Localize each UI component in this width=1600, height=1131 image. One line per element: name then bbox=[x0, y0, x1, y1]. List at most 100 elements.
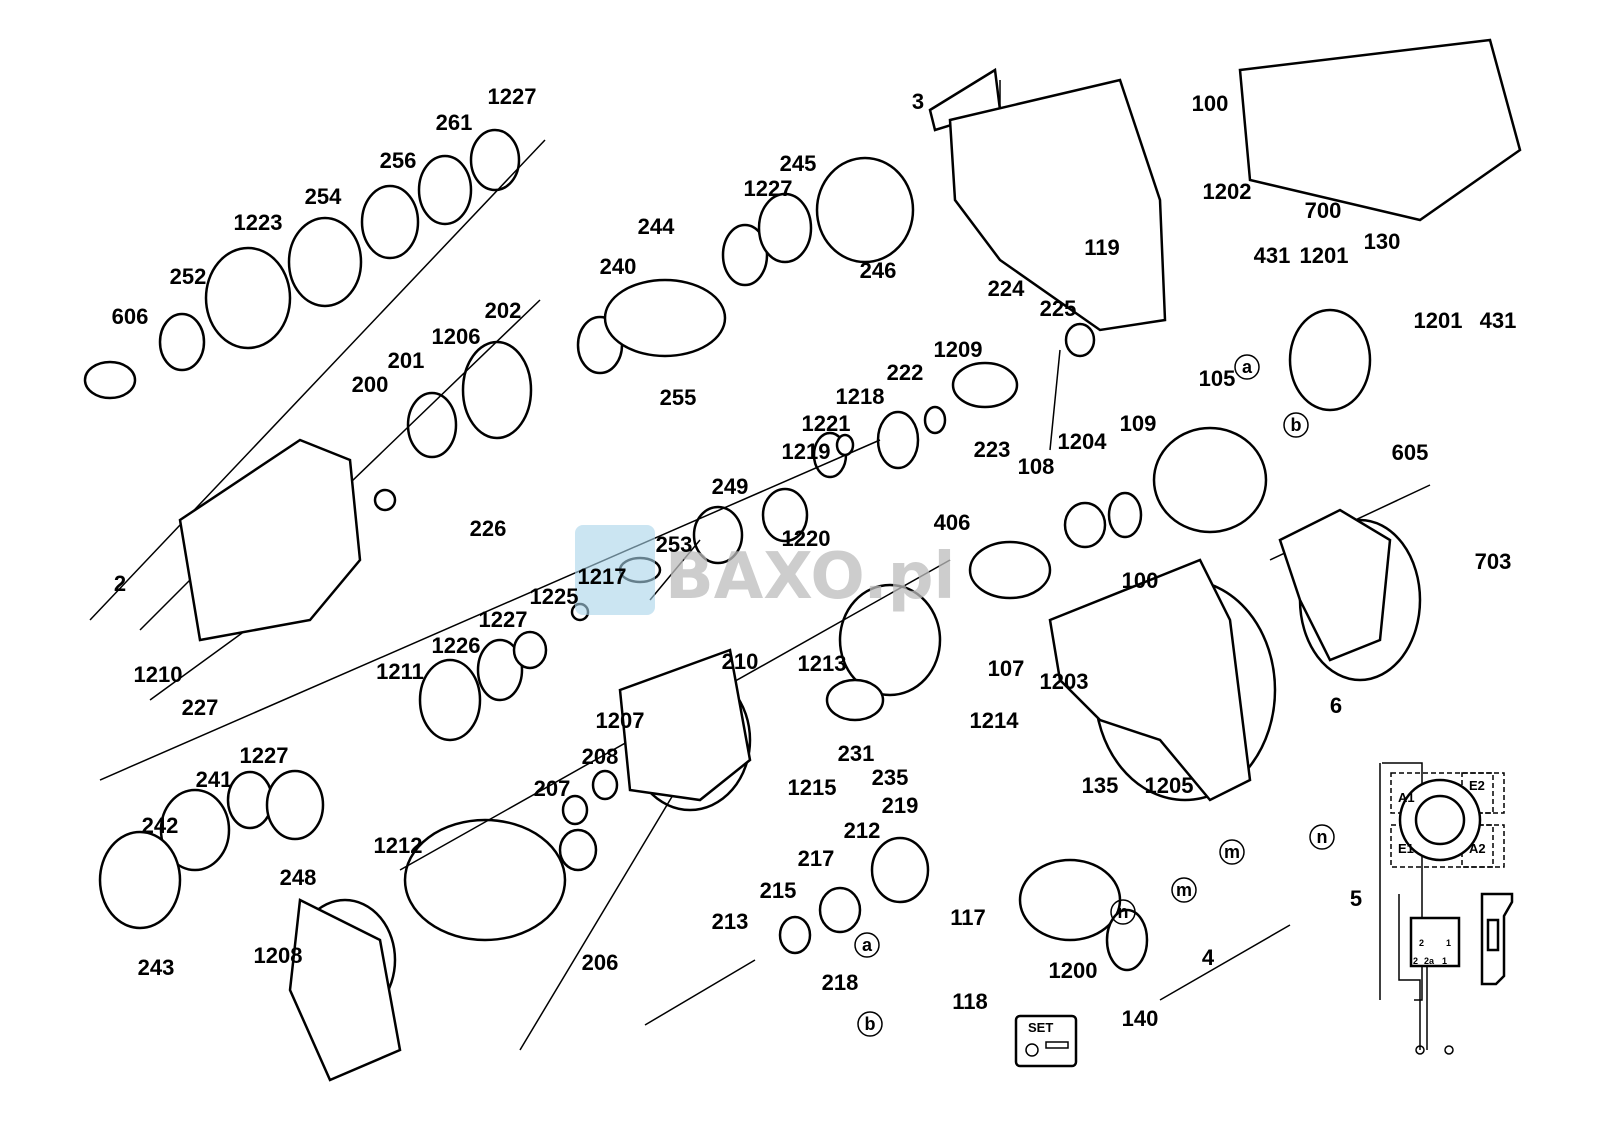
connector-marker-m: m bbox=[1176, 880, 1192, 900]
callout-431: 431 bbox=[1480, 308, 1517, 333]
callout-207: 207 bbox=[534, 776, 571, 801]
part-outline bbox=[287, 216, 363, 308]
callout-1205: 1205 bbox=[1145, 773, 1194, 798]
callout-3: 3 bbox=[912, 89, 924, 114]
watermark-text: BAXO.pl bbox=[665, 540, 955, 614]
housing-outline bbox=[1048, 558, 1252, 802]
callout-227: 227 bbox=[182, 695, 219, 720]
callout-261: 261 bbox=[436, 110, 473, 135]
callout-212: 212 bbox=[844, 818, 881, 843]
part-outline bbox=[757, 192, 813, 264]
part-outline bbox=[98, 830, 182, 930]
assembly-line bbox=[1159, 924, 1291, 1001]
callout-1214: 1214 bbox=[970, 708, 1020, 733]
assembly-line bbox=[99, 439, 881, 781]
callout-246: 246 bbox=[860, 258, 897, 283]
set-label: SET bbox=[1028, 1020, 1053, 1035]
housing-outline bbox=[1278, 508, 1392, 662]
callout-219: 219 bbox=[882, 793, 919, 818]
part-outline bbox=[591, 769, 619, 801]
callout-135: 135 bbox=[1082, 773, 1119, 798]
connector-marker-n: n bbox=[1317, 827, 1328, 847]
part-outline bbox=[558, 828, 598, 872]
connector-marker-b: b bbox=[865, 1014, 876, 1034]
callout-244: 244 bbox=[638, 214, 675, 239]
callout-108: 108 bbox=[1018, 454, 1055, 479]
assembly-line bbox=[644, 959, 756, 1026]
connector-marker-circle bbox=[1283, 412, 1309, 438]
terminal-label: 2 bbox=[1419, 938, 1424, 948]
callout-1212: 1212 bbox=[374, 833, 423, 858]
connector-marker-a: a bbox=[862, 935, 873, 955]
callout-1225: 1225 bbox=[530, 584, 579, 609]
callout-700: 700 bbox=[1305, 198, 1342, 223]
callout-218: 218 bbox=[822, 970, 859, 995]
callout-1210: 1210 bbox=[134, 662, 183, 687]
terminal-label: 2a bbox=[1424, 956, 1435, 966]
callout-703: 703 bbox=[1475, 549, 1512, 574]
part-outline bbox=[1152, 426, 1268, 534]
wiring-label-a1: A1 bbox=[1398, 790, 1415, 805]
connector-marker-n: n bbox=[1118, 902, 1129, 922]
part-outline bbox=[1063, 501, 1107, 549]
callout-6: 6 bbox=[1330, 693, 1342, 718]
part-outline bbox=[721, 223, 769, 287]
callout-217: 217 bbox=[798, 846, 835, 871]
callout-248: 248 bbox=[280, 865, 317, 890]
callout-1227: 1227 bbox=[479, 607, 528, 632]
part-outline bbox=[968, 540, 1052, 600]
housing-outline bbox=[948, 78, 1167, 332]
callout-100: 100 bbox=[1122, 568, 1159, 593]
callout-256: 256 bbox=[380, 148, 417, 173]
callout-606: 606 bbox=[112, 304, 149, 329]
wiring-label-e1: E1 bbox=[1398, 841, 1414, 856]
part-outline bbox=[512, 630, 548, 670]
part-outline bbox=[83, 360, 137, 400]
callout-1220: 1220 bbox=[782, 526, 831, 551]
connector-marker-circle bbox=[1219, 839, 1245, 865]
callout-1203: 1203 bbox=[1040, 669, 1089, 694]
assembly-line bbox=[89, 139, 546, 621]
callout-117: 117 bbox=[950, 905, 986, 930]
part-outline bbox=[1064, 322, 1096, 358]
terminal-label: 1 bbox=[1442, 956, 1447, 966]
callout-605: 605 bbox=[1392, 440, 1429, 465]
connector-marker-circle bbox=[1234, 354, 1260, 380]
callout-255: 255 bbox=[660, 385, 697, 410]
callout-431: 431 bbox=[1254, 243, 1291, 268]
callout-210: 210 bbox=[722, 649, 759, 674]
callout-107: 107 bbox=[988, 656, 1025, 681]
callout-1227: 1227 bbox=[744, 176, 793, 201]
part-outline bbox=[951, 361, 1019, 409]
callout-1201: 1201 bbox=[1300, 243, 1349, 268]
callout-1219: 1219 bbox=[782, 439, 831, 464]
wiring-diagram: A1 E2 E1 A2 2 2a 1 2 1 bbox=[1379, 762, 1514, 1055]
callout-1213: 1213 bbox=[798, 651, 847, 676]
part-outline bbox=[373, 488, 397, 512]
callout-240: 240 bbox=[600, 254, 637, 279]
callout-1204: 1204 bbox=[1058, 429, 1108, 454]
part-outline bbox=[561, 794, 589, 826]
callout-222: 222 bbox=[887, 360, 924, 385]
assembly-line bbox=[1049, 349, 1061, 451]
connector-marker-circle bbox=[1110, 899, 1136, 925]
callout-1209: 1209 bbox=[934, 337, 983, 362]
callout-245: 245 bbox=[780, 151, 817, 176]
callout-1202: 1202 bbox=[1203, 179, 1252, 204]
part-outline bbox=[778, 915, 812, 955]
callout-225: 225 bbox=[1040, 296, 1077, 321]
callout-201: 201 bbox=[388, 348, 425, 373]
connector-marker-circle bbox=[1171, 877, 1197, 903]
part-outline bbox=[876, 410, 920, 470]
set-box: SET bbox=[1014, 1014, 1078, 1068]
part-outline bbox=[406, 391, 458, 459]
housing-outline bbox=[178, 438, 362, 642]
callout-4: 4 bbox=[1202, 945, 1215, 970]
part-outline bbox=[761, 487, 809, 543]
part-outline bbox=[815, 156, 915, 264]
callout-223: 223 bbox=[974, 437, 1011, 462]
callout-1223: 1223 bbox=[234, 210, 283, 235]
callout-208: 208 bbox=[582, 744, 619, 769]
